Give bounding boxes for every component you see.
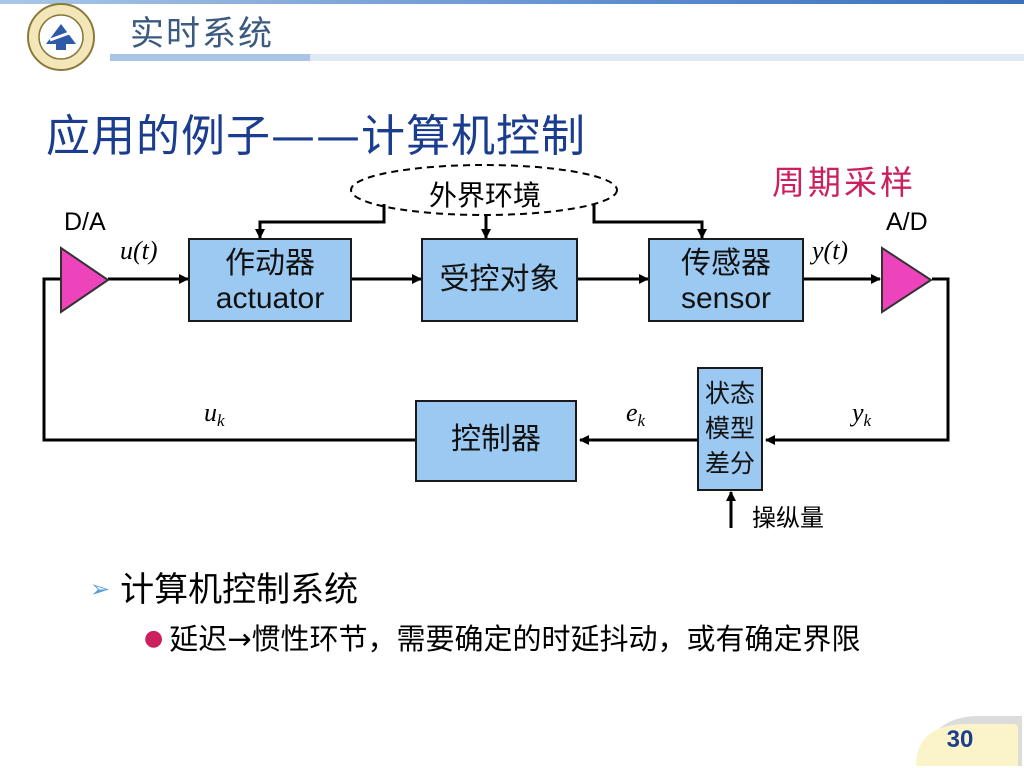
u-k-label: uk <box>204 398 225 430</box>
header-bar-dark <box>110 54 310 61</box>
ad-label: A/D <box>886 208 928 236</box>
actuator-label-cn: 作动器 <box>225 247 315 280</box>
top-accent-line <box>0 0 1024 4</box>
actuator-label-en: actuator <box>215 282 325 315</box>
u-t-label: u(t) <box>120 236 158 265</box>
y-t-label: y(t) <box>812 236 849 265</box>
state-model-block: 状态 模型 差分 <box>697 367 763 491</box>
manipulated-variable-label: 操纵量 <box>752 505 824 532</box>
environment-label: 外界环境 <box>428 180 541 211</box>
header-bar-light <box>310 54 1024 61</box>
bullet-level2: ●延迟→惯性环节，需要确定的时延抖动，或有确定界限 <box>144 622 861 656</box>
plant-block: 受控对象 <box>421 238 578 322</box>
course-title: 实时系统 <box>130 14 274 54</box>
controller-label: 控制器 <box>451 423 541 456</box>
page-number: 30 <box>946 726 974 753</box>
plant-label: 受控对象 <box>439 263 560 296</box>
controller-to-da-line <box>42 277 415 442</box>
university-logo-icon <box>27 3 95 71</box>
controller-block: 控制器 <box>415 400 577 482</box>
actuator-block: 作动器 actuator <box>188 238 352 322</box>
env-to-sensor-line <box>592 204 707 239</box>
arrow-bullet-icon: ➢ <box>90 575 111 603</box>
state-model-line1: 状态 <box>704 380 755 408</box>
bullet-level1: ➢计算机控制系统 <box>90 570 359 610</box>
state-model-line2: 模型 <box>704 415 755 443</box>
y-k-label: yk <box>852 398 872 430</box>
state-model-line3: 差分 <box>704 450 755 478</box>
da-converter-triangle <box>60 246 110 314</box>
ad-to-state-model-line <box>765 277 950 445</box>
ad-converter-triangle <box>881 246 933 314</box>
e-k-label: ek <box>626 398 646 430</box>
dot-bullet-icon: ● <box>144 626 164 651</box>
sensor-label-en: sensor <box>680 282 772 315</box>
env-to-actuator-line <box>255 204 386 239</box>
page-number-badge <box>916 716 1022 766</box>
da-label: D/A <box>64 208 106 236</box>
sensor-label-cn: 传感器 <box>681 247 771 280</box>
sensor-block: 传感器 sensor <box>648 238 804 322</box>
slide-title: 应用的例子——计算机控制 <box>46 111 586 162</box>
periodic-sampling-note: 周期采样 <box>772 163 916 202</box>
environment-ellipse <box>350 164 618 216</box>
